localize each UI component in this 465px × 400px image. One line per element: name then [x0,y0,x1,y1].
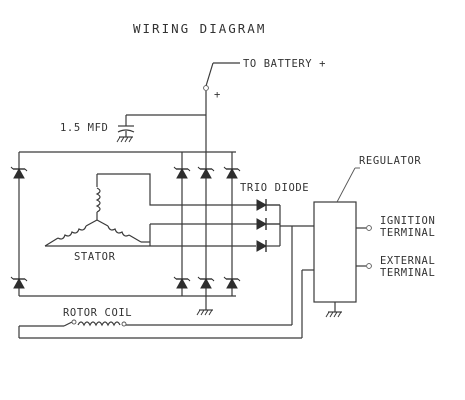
diode-negative-2 [197,276,215,289]
ignition-label-line2: TERMINAL [380,227,435,239]
rotor-coil: ROTOR COIL [18,226,314,339]
diode-left-bottom [10,276,28,289]
trio-diode-label: TRIO DIODE [240,182,309,194]
trio-diode-2 [256,217,267,231]
ignition-label-line1: IGNITION [380,215,435,227]
plus-label: + [214,89,221,101]
diode-left-top [10,166,28,179]
regulator: REGULATOR [313,155,421,318]
regulator-label: REGULATOR [359,155,421,167]
diode-negative-3 [223,276,241,289]
diagram-title: WIRING DIAGRAM [133,21,266,36]
battery-terminal: TO BATTERY + + [203,58,326,152]
diode-negative-1 [173,276,191,289]
stator-label: STATOR [74,251,116,263]
trio-diode-1 [256,198,267,212]
diode-positive-3 [223,166,241,179]
rectifier-bridge [10,151,241,316]
external-label-line1: EXTERNAL [380,255,435,267]
stator: STATOR [44,173,280,263]
trio-diode-3 [256,239,267,253]
trio-diode: TRIO DIODE [240,182,314,253]
capacitor-label: 1.5 MFD [60,122,108,134]
rotor-coil-label: ROTOR COIL [63,307,132,319]
diode-positive-1 [173,166,191,179]
external-label-line2: TERMINAL [380,267,435,279]
to-battery-label: TO BATTERY + [243,58,326,70]
diode-positive-2 [197,166,215,179]
capacitor: 1.5 MFD [60,114,206,143]
